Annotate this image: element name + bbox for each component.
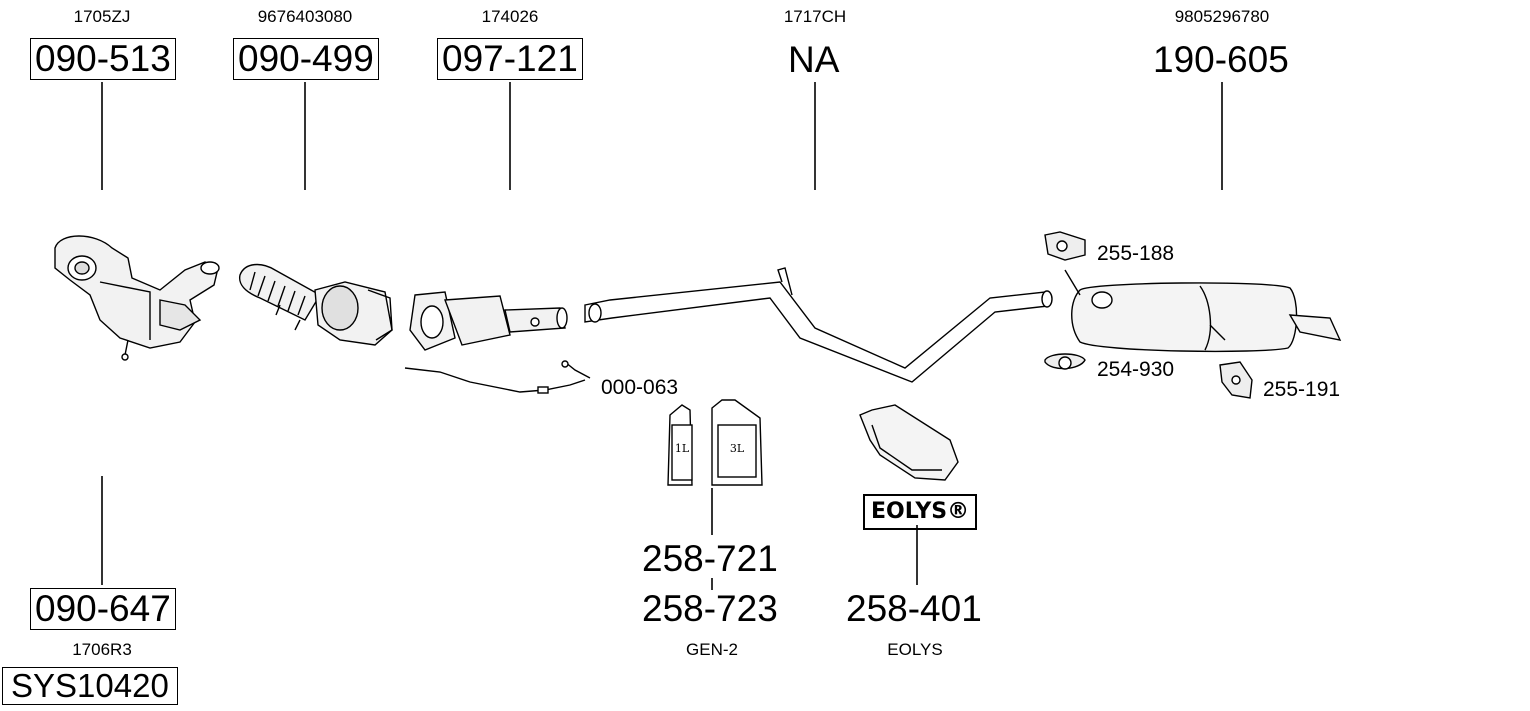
clamp-255-188-drawing [1044,231,1086,296]
oe-number-1: 1705ZJ [73,7,131,26]
oe-number-2: 9676403080 [257,7,353,26]
part-number-258-723[interactable]: 258-723 [642,588,778,629]
eolys-logo: EOLYS® [863,494,978,530]
fitting-label-000-063[interactable]: 000-063 [601,376,679,399]
additive-name: GEN-2 [686,640,738,659]
fitting-label-254-930[interactable]: 254-930 [1097,358,1175,381]
catalyst-drawing [409,291,568,351]
part-number-na: NA [788,39,840,80]
oe-number-4: 1717CH [783,7,847,26]
hanger-255-191-drawing [1209,324,1253,399]
fitting-label-255-188[interactable]: 255-188 [1097,242,1175,265]
part-number-258-721[interactable]: 258-721 [642,538,778,579]
can-label-small: 1L [674,442,690,455]
fitting-label-255-191[interactable]: 255-191 [1263,378,1341,401]
part-number-190-605[interactable]: 190-605 [1153,39,1289,80]
oe-number-3: 174026 [481,7,539,26]
centre-pipe-drawing [584,267,1053,383]
sensor-wire-drawing [404,360,591,394]
eolys-name: EOLYS [887,640,943,659]
part-number-090-647[interactable]: 090-647 [30,588,176,630]
part-number-097-121[interactable]: 097-121 [437,38,583,80]
part-number-090-499[interactable]: 090-499 [233,38,379,80]
oe-number-lower: 1706R3 [72,640,132,659]
can-label-large: 3L [729,442,745,455]
part-number-258-401[interactable]: 258-401 [846,588,982,629]
clamp-254-930-drawing [1044,353,1086,370]
eolys-bag-drawing [859,404,959,481]
rear-muffler-drawing [1071,282,1342,353]
flex-pipe-drawing [238,263,393,346]
system-number: SYS10420 [2,667,178,705]
manifold-converter-drawing [54,235,220,361]
oe-number-5: 9805296780 [1174,7,1270,26]
part-number-090-513[interactable]: 090-513 [30,38,176,80]
additive-cans-drawing [667,399,763,486]
